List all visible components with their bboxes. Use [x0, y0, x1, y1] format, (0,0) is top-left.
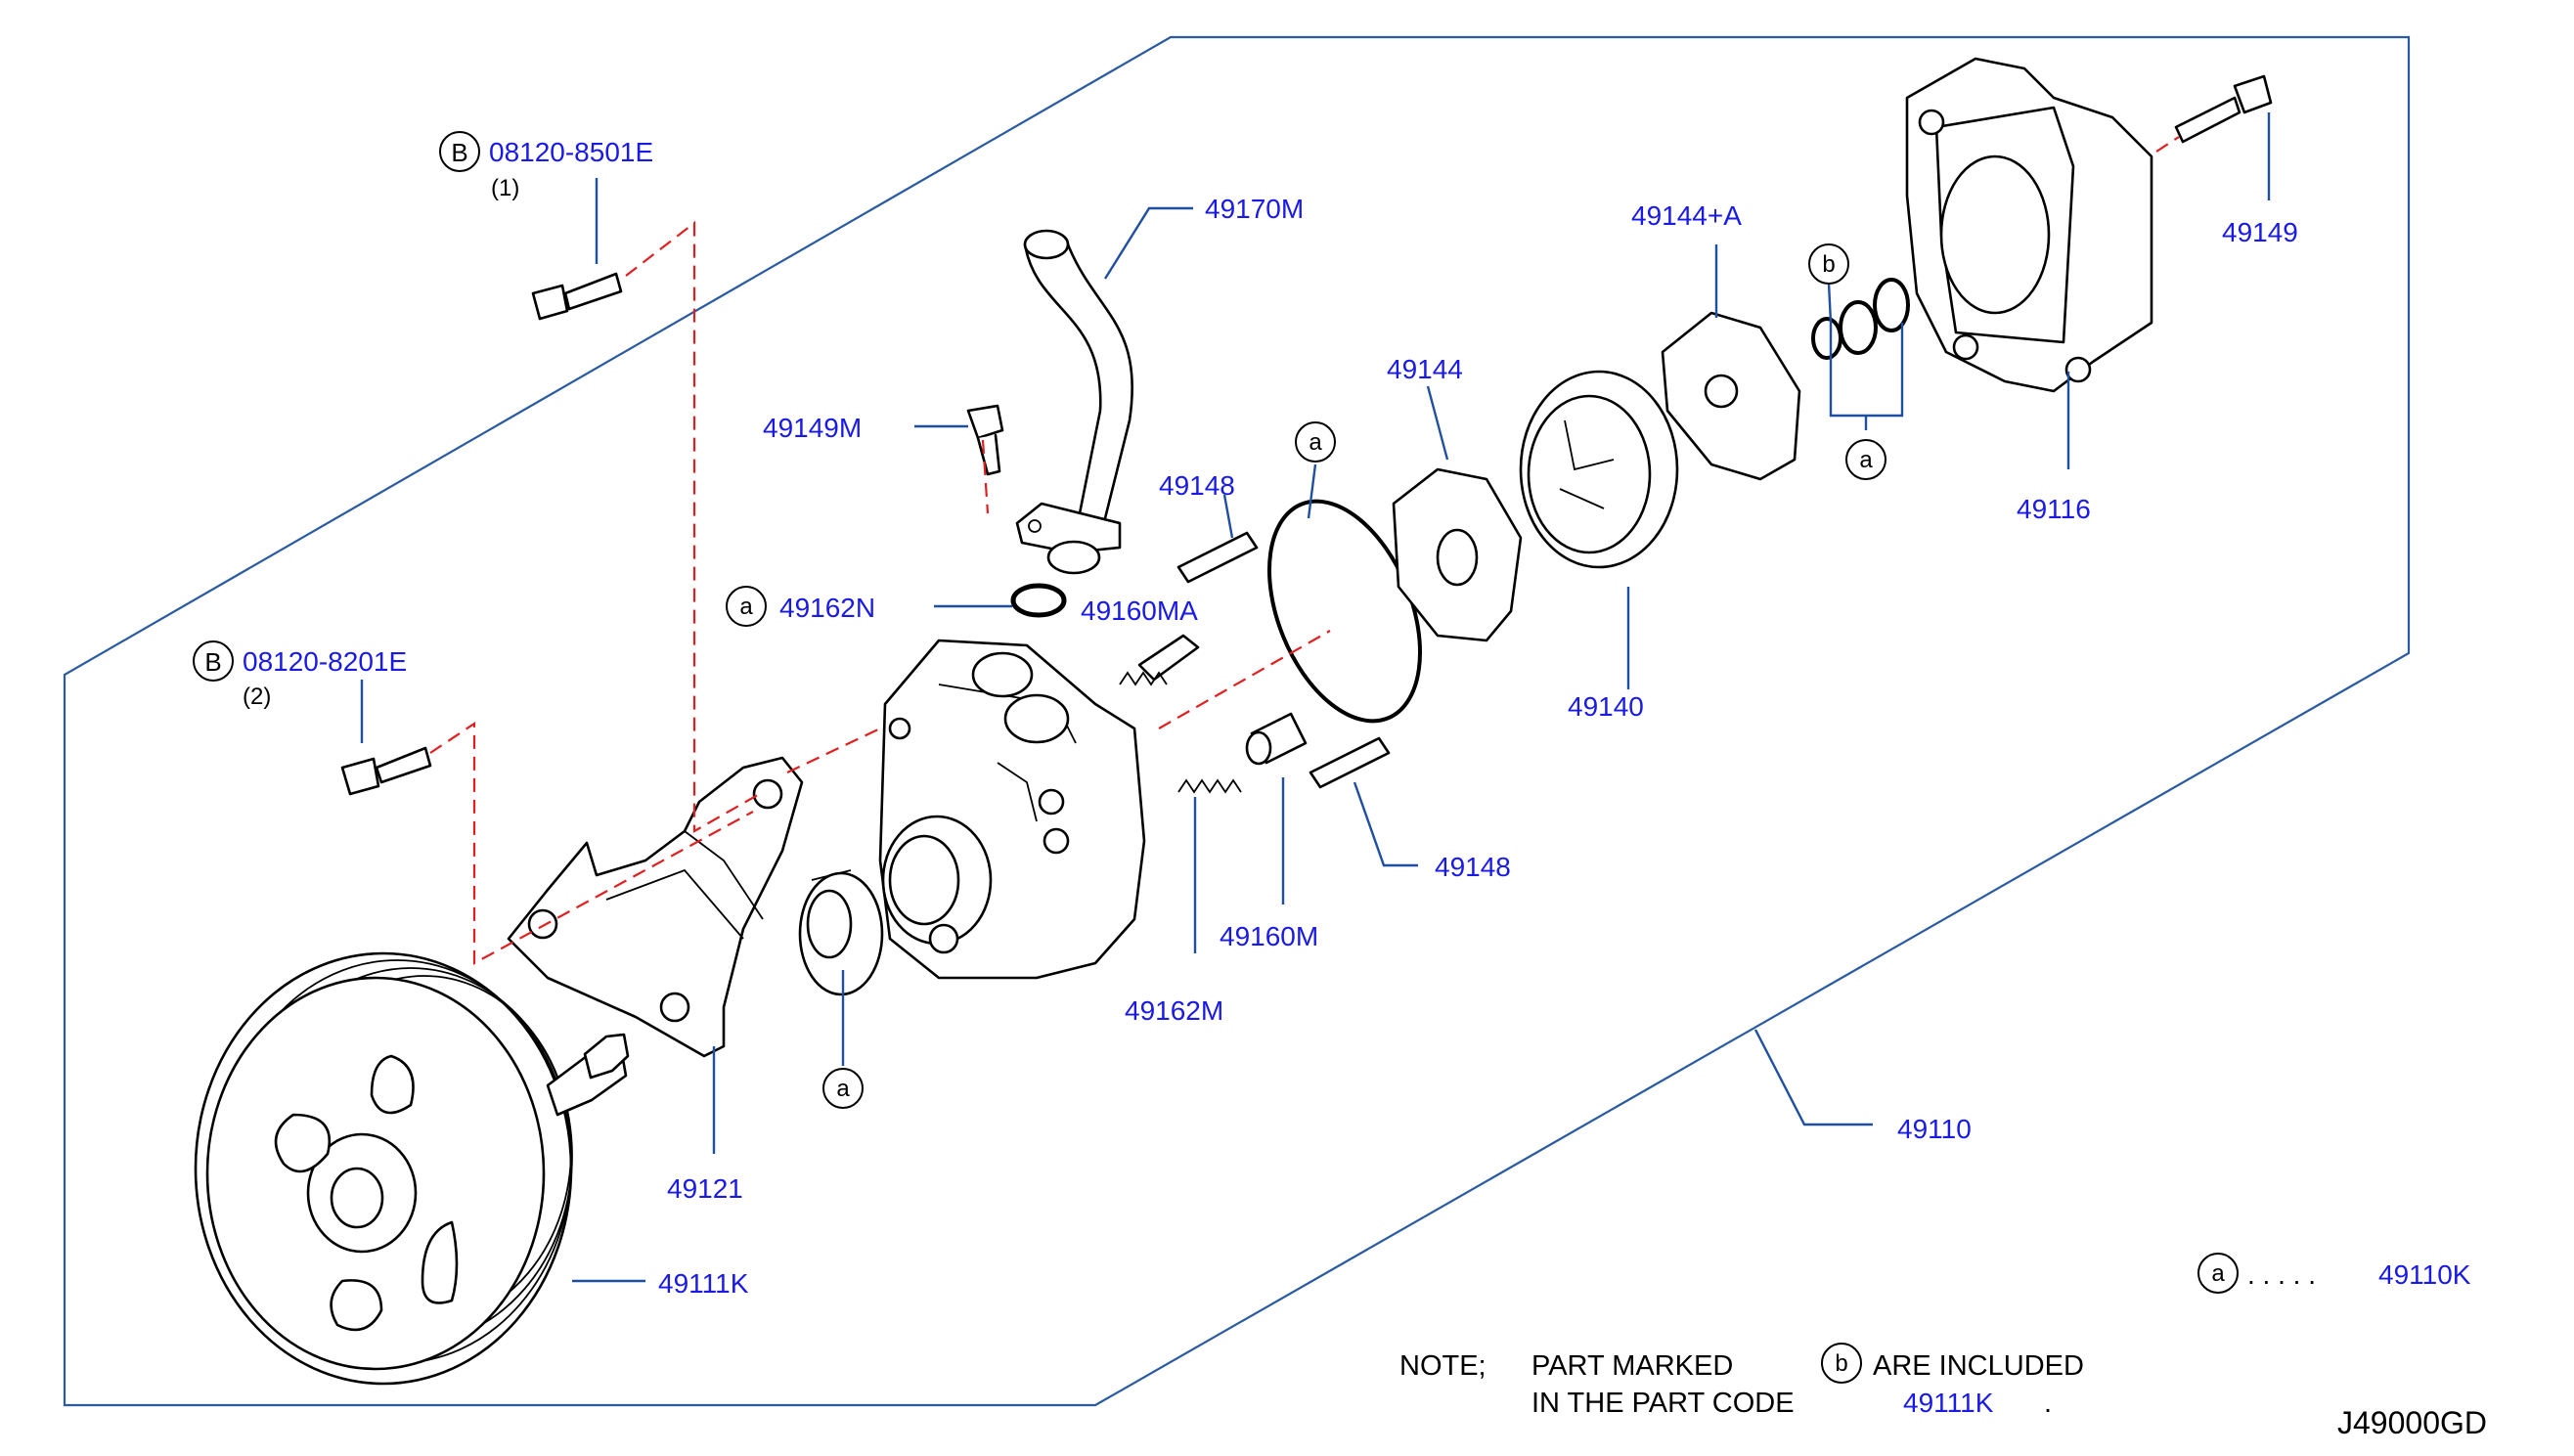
marker-a-legend-label: a: [2211, 1260, 2225, 1287]
marker-b-note-label: b: [1835, 1350, 1847, 1377]
marker-a-rings: [1845, 439, 1886, 480]
callout-49162M[interactable]: 49162M: [1125, 995, 1223, 1026]
callout-49144[interactable]: 49144: [1387, 354, 1463, 384]
drawing-id: J49000GD: [2337, 1405, 2487, 1440]
callout-49116[interactable]: 49116: [2017, 494, 2091, 524]
marker-a-seal: [822, 1068, 864, 1109]
bracket-49121: [507, 756, 804, 1058]
pin-49148-bottom: [1309, 736, 1391, 789]
leader-lines: [360, 112, 2271, 1283]
marker-a-oring-label: a: [1309, 429, 1322, 456]
callout-49170M[interactable]: 49170M: [1205, 194, 1304, 224]
pump-body: [878, 639, 1146, 980]
callout-49121[interactable]: 49121: [667, 1173, 743, 1204]
side-plate-49144A: [1661, 311, 1801, 481]
marker-a-rings-label: a: [1859, 447, 1873, 473]
marker-B-mid-label: B: [204, 647, 221, 677]
marker-B-mid: [193, 640, 234, 682]
part-callouts: 49170M 49144+A 49149 49144 49149M 49148 …: [243, 137, 2298, 1299]
cam-ring-49140: [1519, 370, 1679, 569]
note-end: .: [2044, 1388, 2052, 1419]
callout-49140[interactable]: 49140: [1568, 691, 1644, 722]
marker-a-oring: [1295, 421, 1336, 463]
callout-49149M[interactable]: 49149M: [763, 413, 862, 443]
note-line2: IN THE PART CODE: [1531, 1388, 1795, 1419]
spring-49160MA: [1119, 634, 1200, 686]
callout-49148-top[interactable]: 49148: [1159, 470, 1235, 501]
marker-b-note: [1821, 1343, 1862, 1384]
oil-seal: [798, 869, 884, 996]
spring-49162M: [1177, 778, 1242, 794]
assembly-guides: [429, 136, 2180, 965]
note-prefix: NOTE;: [1399, 1350, 1487, 1382]
rear-housing-49116: [1905, 57, 2153, 393]
callout-49110[interactable]: 49110: [1897, 1114, 1972, 1144]
pin-49148-top: [1176, 531, 1259, 584]
callout-49111K[interactable]: 49111K: [658, 1268, 749, 1299]
note-code-49111K[interactable]: 49111K: [1903, 1388, 1994, 1418]
marker-b-rings-label: b: [1822, 251, 1835, 278]
note: NOTE; PART MARKED ARE INCLUDED IN THE PA…: [1399, 1350, 2084, 1419]
marker-b-rings: [1808, 243, 1849, 285]
marker-a-49162N-label: a: [739, 594, 753, 620]
qty-label-2: (2): [243, 684, 271, 710]
marker-a-seal-label: a: [836, 1076, 850, 1102]
marker-a-legend: [2197, 1253, 2239, 1294]
callout-49149[interactable]: 49149: [2222, 217, 2298, 247]
legend: . . . . . 49110K: [2247, 1259, 2471, 1290]
bolt-08120-8501E: [531, 272, 623, 321]
o-ring-49162N: [1010, 583, 1067, 618]
marker-B-top: [439, 131, 480, 172]
pulley-49111K: [194, 951, 630, 1386]
markers: B B a a a a b a b: [193, 131, 2239, 1384]
note-are-included: ARE INCLUDED: [1873, 1350, 2084, 1382]
o-rings-b: [1811, 278, 1910, 360]
callout-49162N[interactable]: 49162N: [779, 593, 875, 623]
callout-49148-bottom[interactable]: 49148: [1435, 852, 1511, 882]
callout-49160MA[interactable]: 49160MA: [1081, 596, 1198, 626]
plunger-49160M: [1245, 712, 1308, 766]
qty-label-1: (1): [491, 175, 519, 201]
suction-connector-49170M: [1015, 229, 1134, 575]
callout-49144A[interactable]: 49144+A: [1631, 200, 1742, 231]
callout-08120-8201E[interactable]: 08120-8201E: [243, 646, 407, 677]
legend-dots: . . . . .: [2247, 1259, 2316, 1290]
marker-a-49162N: [726, 586, 767, 627]
callout-08120-8501E[interactable]: 08120-8501E: [489, 137, 653, 167]
bolt-49149: [2174, 74, 2273, 144]
side-plate-49144: [1392, 467, 1523, 642]
marker-B-top-label: B: [451, 138, 467, 167]
note-part-marked: PART MARKED: [1531, 1350, 1733, 1382]
assembly-frame: [63, 35, 2411, 1407]
legend-code-49110K[interactable]: 49110K: [2378, 1259, 2471, 1290]
callout-49160M[interactable]: 49160M: [1220, 921, 1318, 951]
bolt-08120-8201E: [340, 746, 432, 796]
